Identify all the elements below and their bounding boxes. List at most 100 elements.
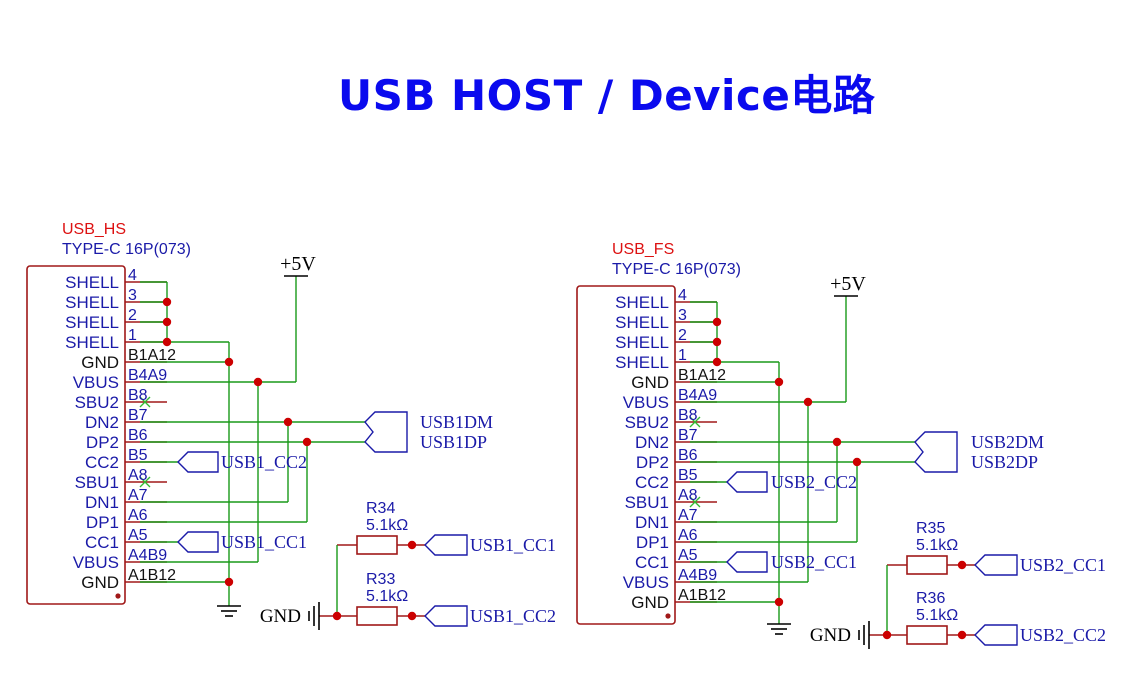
no-connect-mark [139,396,151,408]
usb-hs-pin-number: B5 [128,447,148,464]
usb-hs-pin-number: B4A9 [128,367,167,384]
junction-dot [162,297,172,307]
junction-dot [224,577,234,587]
usb-hs-pin-number: B7 [128,407,148,424]
usb-hs-pin-name: DP1 [86,513,119,532]
usb-fs-pin-name: CC1 [635,553,669,572]
usb-hs-pin-name: DN1 [85,493,119,512]
no-connect-mark [689,496,701,508]
usb1-cc2-port [177,451,219,473]
junction-dot [332,611,342,621]
usb-fs-ref: USB_FS [612,241,674,258]
junction-dot [712,317,722,327]
r34-body [356,535,398,555]
usb-fs-pin-name: SHELL [615,333,669,352]
usb-fs-pin-name: DN2 [635,433,669,452]
junction-dot [957,630,967,640]
usb-fs-pin-name: GND [631,373,669,392]
plus5v-label: +5V [830,273,866,295]
usb2-cc2-port [726,471,768,493]
wires [125,275,975,649]
usb-fs-pin-number: B1A12 [678,367,726,384]
junction-dot [302,437,312,447]
r34-ref: R34 [366,500,395,517]
no-connect-mark [139,476,151,488]
junction-dot [832,437,842,447]
usb-hs-pin-number: 2 [128,307,137,324]
junction-dot [957,560,967,570]
usb-fs-pin-number: B5 [678,467,698,484]
schematic-title: USB HOST / Device电路 [338,71,876,120]
net-usb1-cc1: USB1_CC1 [221,532,307,552]
usb-hs-ref: USB_HS [62,221,126,238]
usb-hs-pin-number: 1 [128,327,137,344]
junction-dot [283,417,293,427]
usb-fs-pin-name: SBU2 [625,413,669,432]
usb-hs-pin-number: B8 [128,387,148,404]
usb-fs-pin-number: A7 [678,507,698,524]
r35-value: 5.1kΩ [916,537,958,554]
usb-fs-pin-name: SHELL [615,293,669,312]
net-usb1-cc2: USB1_CC2 [221,452,307,472]
usb-hs-pin-name: VBUS [73,553,119,572]
usb-fs-pin-number: A4B9 [678,567,717,584]
usb-hs-pin-name: SBU2 [75,393,119,412]
usb-fs-pin-number: B8 [678,407,698,424]
r35-ref: R35 [916,520,945,537]
usb-hs-pin-number: A7 [128,487,148,504]
junction-dot [712,337,722,347]
usb-fs-pin-number: A5 [678,547,698,564]
r36-value: 5.1kΩ [916,607,958,624]
usb-hs-pin-number: A8 [128,467,148,484]
junction-dot [224,357,234,367]
r36-cc2-port [974,624,1018,646]
usb-hs-pin-name: SHELL [65,333,119,352]
junction-dot [712,357,722,367]
usb-hs-pin-name: SHELL [65,273,119,292]
usb2-cc1-port [726,551,768,573]
usb-hs-pin-number: B1A12 [128,347,176,364]
junction-dot [407,611,417,621]
junction-dot [253,377,263,387]
junction-dot [774,597,784,607]
usb-fs-pin-number: 2 [678,327,687,344]
usb1-cc1-port [177,531,219,553]
usb-fs-pin-number: 3 [678,307,687,324]
usb-fs-pin-name: DP1 [636,533,669,552]
r35-body [906,555,948,575]
usb-fs-value: TYPE-C 16P(073) [612,261,741,278]
usb-fs-pin-number: A8 [678,487,698,504]
usb-hs-pin-number: A4B9 [128,547,167,564]
junction-dot [882,630,892,640]
usb-fs-pin-name: CC2 [635,473,669,492]
junction-dot [852,457,862,467]
plus5v-label: +5V [280,253,316,275]
usb-fs-pin-name: SHELL [615,313,669,332]
usb-fs-pin-number: A1B12 [678,587,726,604]
components [26,265,1018,646]
net-usb1dp: USB1DP [420,432,487,452]
r33-value: 5.1kΩ [366,588,408,605]
usb-fs-pin-number: A6 [678,527,698,544]
usb-hs-pin-number: A6 [128,507,148,524]
usb-hs-pin-number: A1B12 [128,567,176,584]
junction-dot [407,540,417,550]
junction-dot [803,397,813,407]
junction-dot [162,337,172,347]
net-usb2-cc2: USB2_CC2 [771,472,857,492]
usb-fs-pin-number: B6 [678,447,698,464]
net-usb2-cc1: USB2_CC1 [771,552,857,572]
usb-hs-pin-number: B6 [128,427,148,444]
gnd-label-left: GND [260,606,301,627]
net-usb2dm: USB2DM [971,432,1044,452]
r34-value: 5.1kΩ [366,517,408,534]
r35-cc1-port [974,554,1018,576]
usb-hs-value: TYPE-C 16P(073) [62,241,191,258]
usb-hs-pin-name: DN2 [85,413,119,432]
usb-fs-pin-name: VBUS [623,573,669,592]
usb-hs-pin-name: SBU1 [75,473,119,492]
net-usb2dp: USB2DP [971,452,1038,472]
usb-hs-pin-name: CC2 [85,453,119,472]
